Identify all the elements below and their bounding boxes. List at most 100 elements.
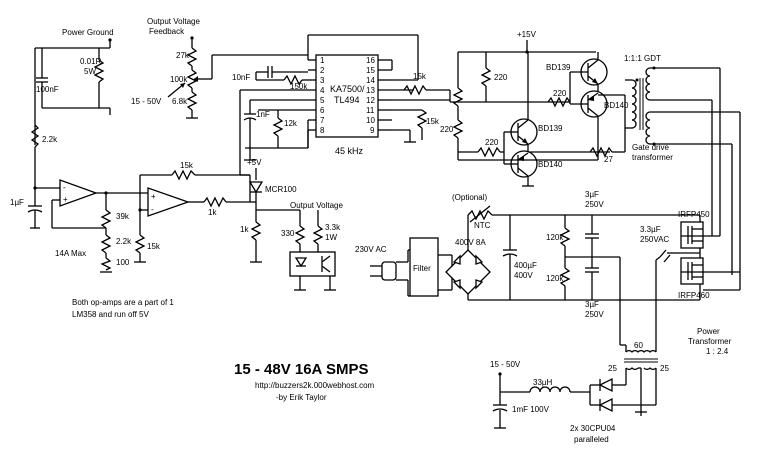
r-330-label: 330 [281,229,295,238]
ic-pin: 2 [320,66,325,75]
r-3-3k-label-2: 1W [325,233,337,242]
shunt-section: Power Ground 100nF 0.01R 5W 2.2k 1µF [10,28,114,229]
r-220-c-label: 220 [553,89,567,98]
r-150k-label: 150k [290,82,308,91]
opamp-2: + - 15k 15k 1k Both op-amps are a part o… [72,161,250,319]
ic-pin: 9 [370,126,375,135]
title-block: 15 - 48V 16A SMPS http://buzzers2k.000we… [234,361,375,402]
r-1k-b-label: 1k [240,225,249,234]
ic-pin: 8 [320,126,325,135]
driver-section: +15V 220 220 BD139 BD140 [440,30,629,187]
ic-pin: 1 [320,56,325,65]
pot-100k-label: 100k [170,75,188,84]
ic-right-pins: 16 15 14 13 12 11 10 9 [366,56,375,135]
m2-label: IRFP460 [678,291,710,300]
gdt: 1:1:1 GDT Gate drive transformer [624,54,741,290]
gate-drive-label-2: transformer [632,153,673,162]
power-transformer: Power Transformer 1 : 2.4 60 25 25 2x 30… [490,327,732,444]
r-3-3k-label-1: 3.3k [325,223,341,232]
c-10nf-label: 10nF [232,73,250,82]
c-3uf-bot-label-2: 250V [585,310,604,319]
c-3uf-bot-label-1: 3µF [585,300,599,309]
tx-25a-label: 25 [608,364,617,373]
r-220-a-label: 220 [494,73,508,82]
c-400uf-label-2: 400V [514,271,533,280]
diodes-label-2: paralleled [574,435,609,444]
ic-pin: 3 [320,76,325,85]
gdt-label: 1:1:1 GDT [624,54,661,63]
ic-pin: 16 [366,56,375,65]
ic-name-1: KA7500/ [330,84,365,94]
c-1nf-label: 1nF [256,110,270,119]
q2-label: BD140 [604,101,629,110]
tx-60-label: 60 [634,341,643,350]
r-120k-2-label: 120k [546,274,564,283]
c-400uf-label-1: 400µF [514,261,537,270]
svg-text:-: - [151,205,154,214]
gate-drive-label-1: Gate drive [632,143,669,152]
q3-label: BD139 [538,124,563,133]
power-tx-label-2: Transformer [688,337,732,346]
r-2-2k-b-label: 2.2k [116,237,132,246]
shunt-label-1: 0.01R [80,57,102,66]
opamp-note-2: LM358 and run off 5V [72,310,149,319]
r-15k-ic-label: 15k [413,72,427,81]
r-100-label: 100 [116,258,130,267]
svg-text:+: + [63,195,68,204]
bridge-label: 400V 8A [455,238,486,247]
power-ground-label: Power Ground [62,28,114,37]
range-label: 15 - 50V [131,97,162,106]
url-label: http://buzzers2k.000webhost.com [255,381,375,390]
power-tx-label-3: 1 : 2.4 [706,347,729,356]
scr-label: MCR100 [265,185,297,194]
r-15k-fb-label: 15k [180,161,194,170]
output-voltage-led-label: Output Voltage [290,201,343,210]
ic-pin: 13 [366,86,375,95]
r-27k-label: 27k [176,51,190,60]
current-limit-label: 14A Max [55,249,86,258]
ntc-label: NTC [474,221,491,230]
c-3uf-top-label-2: 250V [585,200,604,209]
ic-pin: 4 [320,86,325,95]
tl494-ic: KA7500/ TL494 1 2 3 4 5 6 7 8 16 15 14 1… [232,34,450,202]
q4-label: BD140 [538,160,563,169]
ic-pin: 5 [320,96,325,105]
r-6-8k-label: 6.8k [172,97,188,106]
ic-pin: 12 [366,96,375,105]
c-3uf-top-label-1: 3µF [585,190,599,199]
c-100nf-label: 100nF [36,85,59,94]
m1-label: IRFP450 [678,210,710,219]
diodes-label-1: 2x 30CPU04 [570,424,616,433]
author-label: -by Erik Taylor [276,393,327,402]
ac-in-label: 230V AC [355,245,387,254]
out-range-label: 15 - 50V [490,360,521,369]
l-33uh-label: 33µH [533,378,553,387]
r-15k-gnd-label: 15k [147,242,161,251]
q1-label: BD139 [546,63,571,72]
ic-pin: 11 [366,106,375,115]
r-39k-label: 39k [116,212,130,221]
c-3-3uf-label-1: 3.3µF [640,225,661,234]
ic-pin: 15 [366,66,375,75]
svg-text:+: + [151,192,156,201]
ic-pin: 7 [320,116,325,125]
scr-section: +5V MCR100 1k Output Voltage 330 3.3k 1W [240,158,343,291]
ic-pin: 14 [366,76,375,85]
r-1k-a-label: 1k [208,208,217,217]
feedback-section: Output Voltage Feedback 27k 100k 6.8k 15… [131,17,308,119]
output-voltage-feedback-label-2: Feedback [149,27,185,36]
vcc-15-label: +15V [517,30,537,39]
r-120k-1-label: 120k [546,233,564,242]
optional-label: (Optional) [452,193,487,202]
hv-section: 230V AC Filter 400V 8A (Optional) NTC [355,190,740,345]
c-1mf-label: 1mF 100V [512,405,550,414]
ic-pin: 10 [366,116,375,125]
main-title: 15 - 48V 16A SMPS [234,361,369,378]
r-27-label: 27 [604,155,613,164]
r-15k-ic2-label: 15k [426,117,440,126]
output-voltage-feedback-label-1: Output Voltage [147,17,200,26]
c-3-3uf-label-2: 250VAC [640,235,669,244]
tx-25b-label: 25 [660,364,669,373]
r-12k-label: 12k [284,119,298,128]
